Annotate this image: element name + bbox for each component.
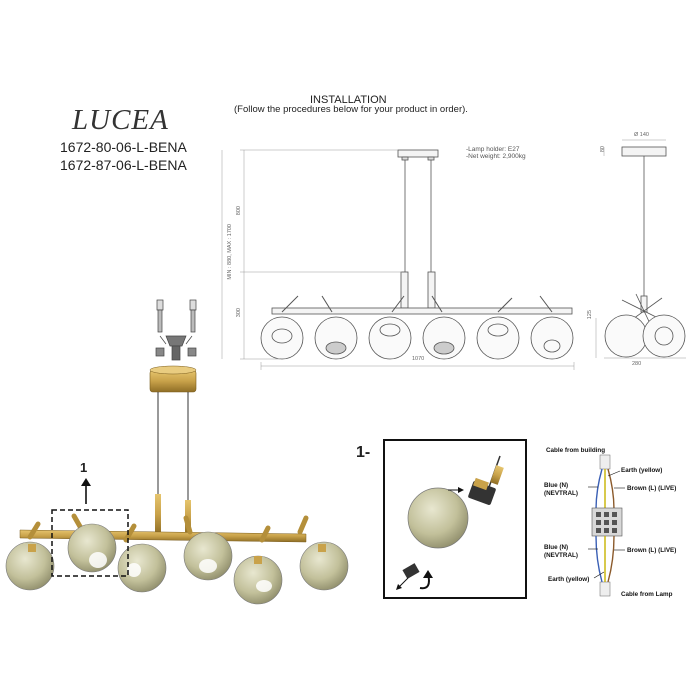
side-view-drawing: [595, 139, 686, 359]
model-number-1: 1672-80-06-L-BENA: [60, 139, 187, 155]
spec-lamp-holder: -Lamp holder: E27: [466, 146, 520, 153]
front-view-drawing: [221, 149, 575, 370]
product-name: LUCEA: [72, 104, 169, 136]
label-cable-from-lamp: Cable from Lamp: [621, 591, 673, 598]
dim-canopy-diameter: Ø 140: [634, 132, 649, 138]
callout-number: 1: [80, 460, 88, 475]
dim-width: 1070: [412, 356, 425, 362]
dim-side-width: 280: [632, 361, 642, 367]
product-illustration: [5, 365, 349, 605]
mounting-hardware: [155, 299, 197, 361]
label-earth-top: Earth (yellow): [621, 467, 663, 474]
spec-net-weight: -Net weight: 2,900kg: [466, 153, 526, 160]
installation-title: INSTALLATION: [310, 94, 387, 106]
model-number-2: 1672-87-06-L-BENA: [60, 157, 187, 173]
label-brown-top: Brown (L) (LIVE): [627, 485, 677, 492]
label-blue-top: Blue (N): [544, 482, 569, 489]
label-blue-bottom: Blue (N): [544, 544, 569, 551]
label-nevtral-bottom: (NEVTRAL): [544, 552, 578, 559]
step-1-label: 1-: [356, 444, 371, 461]
installation-subtitle: (Follow the procedures below for your pr…: [234, 104, 468, 115]
label-cable-from-building: Cable from building: [546, 447, 606, 454]
label-brown-bottom: Brown (L) (LIVE): [627, 547, 677, 554]
step-1-detail-box: [383, 439, 527, 599]
wiring-diagram: [588, 454, 625, 597]
label-earth-bottom: Earth (yellow): [548, 576, 590, 583]
label-nevtral-top: (NEVTRAL): [544, 490, 578, 497]
